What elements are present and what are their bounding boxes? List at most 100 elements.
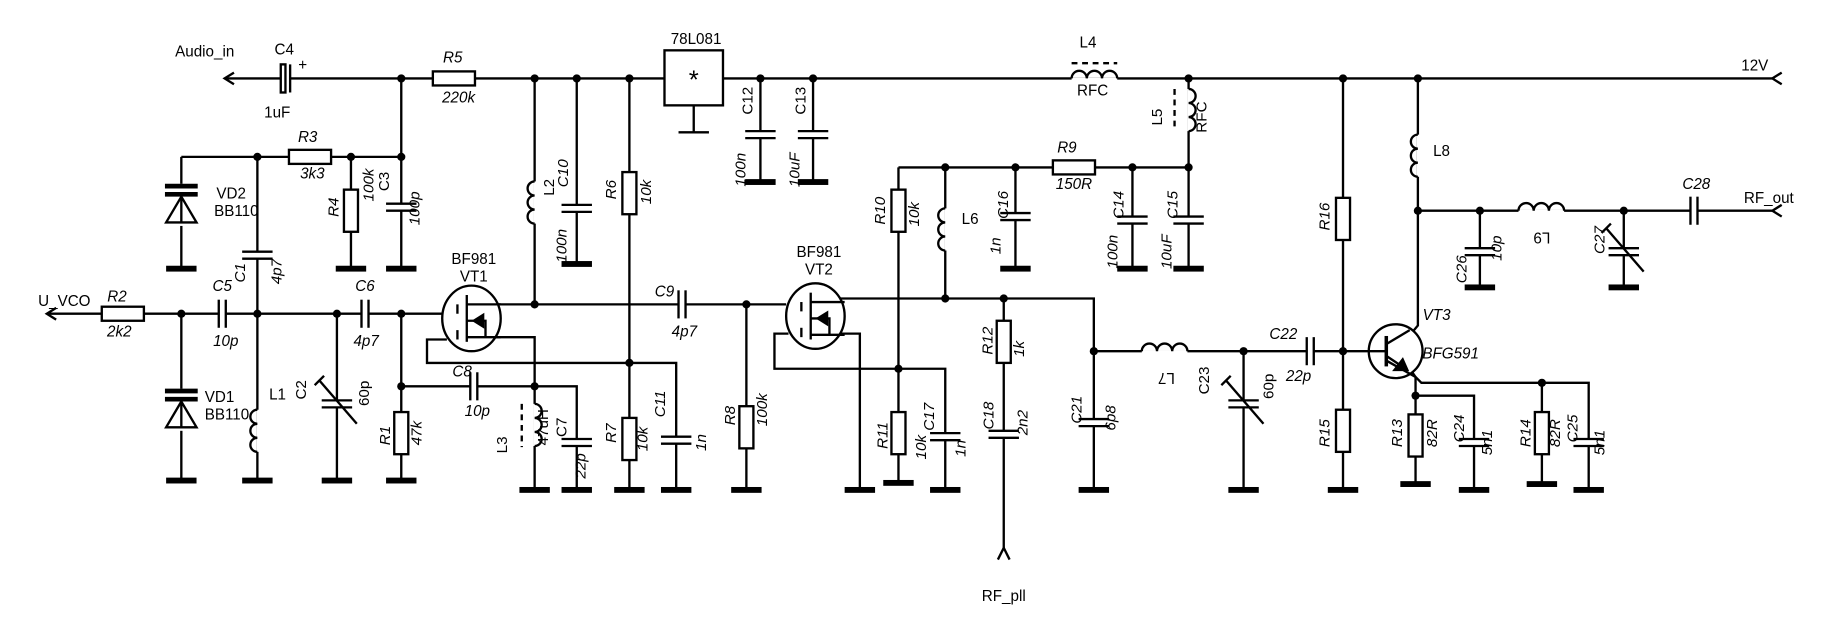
resistor-r4 bbox=[342, 188, 360, 233]
label-components-c6-value: 4p7 bbox=[353, 333, 379, 350]
ground-symbol bbox=[731, 486, 762, 493]
label-components-r13-ref: R13 bbox=[1389, 419, 1406, 447]
label-components-c25-value: 5n1 bbox=[1591, 430, 1608, 455]
resistor-body bbox=[287, 148, 333, 166]
label-components-r3-ref: R3 bbox=[298, 129, 318, 146]
label-components-c11-ref: C11 bbox=[652, 390, 669, 417]
label-components-c7-ref: C7 bbox=[554, 418, 571, 437]
ground-symbol bbox=[166, 477, 197, 484]
label-components-c18-value: 2n2 bbox=[1015, 409, 1032, 436]
wires bbox=[44, 71, 1783, 561]
label-components-r14-value: 82R bbox=[1547, 419, 1564, 447]
capacitor-c17 bbox=[928, 431, 962, 442]
junction-dot bbox=[999, 294, 1008, 303]
junction-dot bbox=[625, 74, 634, 83]
collector bbox=[1385, 329, 1411, 346]
resistor-r11 bbox=[890, 410, 907, 456]
label-components-l1-ref: L1 bbox=[269, 387, 286, 404]
label-components-r6-value: 10k bbox=[638, 178, 655, 204]
resistor-r5 bbox=[431, 70, 477, 87]
resistor-body bbox=[621, 170, 638, 216]
wire bbox=[491, 335, 536, 490]
junction-dot bbox=[1128, 163, 1137, 172]
label-components-r9-ref: R9 bbox=[1057, 140, 1077, 157]
junction-dot bbox=[332, 309, 342, 318]
label-components-l9-ref: L9 bbox=[1533, 228, 1550, 245]
wire bbox=[1770, 203, 1783, 218]
label-components-c21-value: 6p8 bbox=[1102, 405, 1119, 431]
wire bbox=[996, 545, 1011, 561]
junction-dot bbox=[1089, 347, 1098, 356]
ground-symbol bbox=[797, 179, 829, 185]
ground-symbol bbox=[1078, 486, 1110, 493]
label-transistors-vt1-type: BF981 bbox=[451, 251, 496, 268]
coil bbox=[1409, 133, 1419, 178]
mosfet-vt1 bbox=[441, 284, 502, 353]
junction-dot bbox=[1413, 74, 1422, 83]
inductor-l3 bbox=[520, 402, 543, 448]
label-components-c23-ref: C23 bbox=[1196, 367, 1213, 395]
junction-dot bbox=[530, 300, 539, 309]
label-components-c13-ref: C13 bbox=[792, 87, 809, 115]
gap bbox=[218, 297, 226, 331]
label-components-c18-ref: C18 bbox=[981, 401, 998, 429]
junction-dot bbox=[530, 74, 539, 83]
bjt-vt3 bbox=[1367, 323, 1424, 380]
components bbox=[100, 49, 1699, 493]
ground-symbol bbox=[1464, 284, 1496, 291]
gap bbox=[533, 403, 537, 447]
label-components-r13-value: 82R bbox=[1424, 419, 1441, 447]
label-components-c2-ref: C2 bbox=[293, 380, 310, 399]
coil bbox=[249, 408, 258, 454]
gap bbox=[361, 297, 369, 331]
label-transistors-vt3-ref: VT3 bbox=[1423, 307, 1451, 324]
capacitor-c2 bbox=[313, 374, 358, 425]
junction-dot bbox=[1184, 74, 1193, 83]
capacitor-c21 bbox=[1077, 417, 1111, 428]
capacitor-c14 bbox=[1116, 215, 1149, 225]
gap bbox=[1227, 400, 1260, 408]
junction-dot bbox=[1411, 391, 1420, 400]
wire bbox=[401, 385, 578, 490]
label-components-r1-ref: R1 bbox=[377, 426, 394, 445]
wire bbox=[44, 306, 57, 321]
label-components-c22-ref: C22 bbox=[1269, 326, 1297, 343]
capacitor-c28 bbox=[1689, 194, 1699, 228]
junction-dot bbox=[572, 74, 581, 83]
label-components-c24-value: 5n1 bbox=[1479, 430, 1496, 455]
junction-dot bbox=[177, 309, 186, 318]
label-components-c2-value: 60p bbox=[356, 381, 373, 406]
label-components-r15-ref: R15 bbox=[1316, 419, 1333, 447]
ground-symbol bbox=[166, 265, 197, 272]
capacitor-c15 bbox=[1172, 215, 1205, 225]
ground-symbol bbox=[335, 265, 367, 272]
label-components-c11-value: 1n bbox=[693, 434, 710, 451]
ground-symbol bbox=[844, 486, 876, 493]
resistor-r16 bbox=[1334, 196, 1352, 242]
regulator-symbol: * bbox=[689, 67, 699, 95]
label-components-r12-value: 1k bbox=[1011, 339, 1028, 356]
junction-dot bbox=[1338, 74, 1348, 83]
inductor-l4 bbox=[1070, 62, 1119, 81]
label-components-c9-value: 4p7 bbox=[672, 323, 698, 340]
gap bbox=[560, 438, 594, 447]
label-components-l8-ref: L8 bbox=[1433, 143, 1450, 160]
gap bbox=[659, 436, 693, 444]
wire bbox=[773, 332, 947, 490]
ground-symbol bbox=[660, 486, 692, 493]
junction-dot bbox=[397, 309, 406, 318]
ground-symbol bbox=[519, 486, 550, 493]
label-ports-rf_out: RF_out bbox=[1744, 190, 1795, 207]
label-components-c22-value: 22p bbox=[1285, 368, 1311, 385]
label-components-r2-ref: R2 bbox=[107, 288, 127, 305]
capacitor-c12 bbox=[744, 129, 777, 140]
gap bbox=[999, 213, 1032, 221]
label-components-l2-ref: L2 bbox=[541, 179, 558, 196]
inductor-l8 bbox=[1409, 133, 1421, 178]
ground-symbol bbox=[930, 486, 961, 493]
label-components-c3-value: 100p bbox=[406, 191, 423, 225]
junction-dot bbox=[808, 74, 818, 83]
ground-symbol bbox=[1173, 265, 1204, 272]
ground-symbol bbox=[561, 261, 592, 267]
label-components-c3-ref: C3 bbox=[376, 172, 393, 191]
